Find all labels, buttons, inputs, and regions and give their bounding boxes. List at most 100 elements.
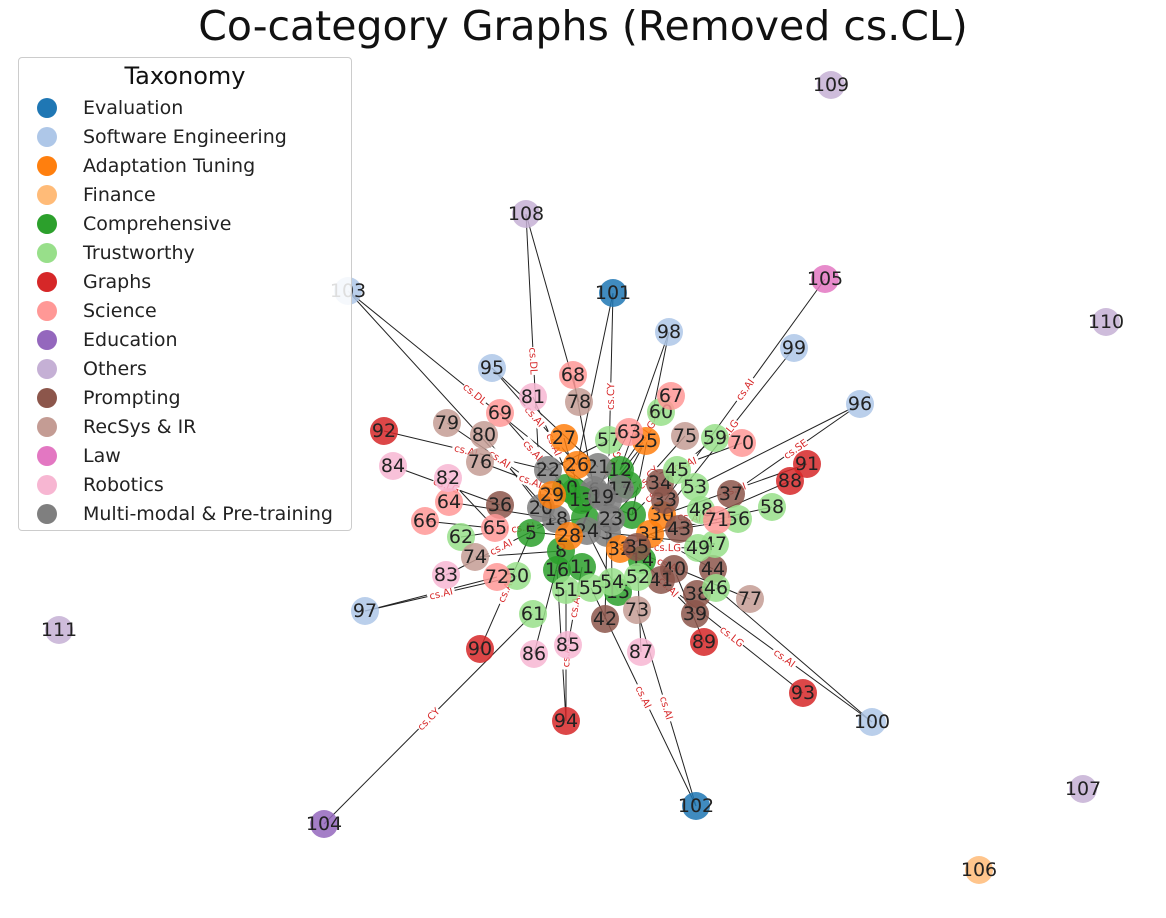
graph-node: 28 [555,522,583,550]
graph-node: 61 [519,600,547,628]
node-circle [470,421,498,449]
legend-item: RecSys & IR [19,412,196,441]
legend-item: Education [19,325,178,354]
node-label: 64 [437,491,461,513]
node-label: 73 [625,599,649,621]
legend-label: Software Engineering [83,125,287,148]
graph-node: 58 [758,493,786,521]
node-circle [534,456,562,484]
node-label: 56 [726,508,750,530]
node-circle [776,467,804,495]
node-label: 79 [435,412,459,434]
node-label: 87 [629,641,653,663]
node-circle [433,409,461,437]
graph-node: 26 [563,451,591,479]
graph-node: 78 [565,388,593,416]
node-circle [517,519,545,547]
edge-label-background [414,704,443,734]
legend-label: Evaluation [83,96,184,119]
edge-label-background [485,535,517,559]
node-circle [538,481,566,509]
graph-edge [483,434,542,509]
node-circle [728,429,756,457]
node-circle [647,566,675,594]
graph-node: 27 [550,424,578,452]
legend-label: Multi-modal & Pre-training [83,502,333,525]
node-label: 96 [848,393,872,415]
legend-item: Prompting [19,383,181,412]
node-label: 26 [565,454,589,476]
node-label: 104 [306,813,342,835]
node-label: 111 [41,619,77,641]
node-label: 93 [791,682,815,704]
node-label: 71 [705,509,729,531]
node-label: 84 [381,455,405,477]
graph-node: 95 [478,354,506,382]
node-label: 95 [480,357,504,379]
node-label: 28 [557,525,581,547]
node-circle [481,514,509,542]
node-circle [858,708,886,736]
node-label: 68 [561,364,585,386]
graph-node: 41 [647,566,675,594]
node-circle [591,605,619,633]
graph-node: 87 [627,638,655,666]
node-circle [519,600,547,628]
node-circle [789,679,817,707]
graph-node: 69 [486,399,514,427]
graph-node: 102 [678,792,714,820]
node-circle [555,522,583,550]
legend-label: Education [83,328,178,351]
node-label: 109 [813,74,849,96]
graph-node: 19 [588,483,616,511]
edge-label-background [731,374,759,405]
graph-node: 62 [447,523,475,551]
node-circle [584,453,612,481]
legend-marker-icon [37,445,57,466]
graph-node: 82 [434,464,462,492]
node-label: 57 [597,429,621,451]
graph-node: 108 [508,200,544,228]
graph-node: 94 [552,707,580,735]
node-circle [663,456,691,484]
graph-node: 83 [432,561,460,589]
node-circle [736,585,764,613]
node-circle [703,506,731,534]
node-label: 21 [586,456,610,478]
node-circle [682,792,710,820]
graph-node: 90 [466,635,494,663]
graph-edge [491,367,599,468]
node-circle [623,533,651,561]
graph-node: 59 [701,424,729,452]
legend-label: Others [83,357,147,380]
node-circle [568,553,596,581]
node-circle [780,334,808,362]
node-label: 16 [545,559,569,581]
legend-item: Comprehensive [19,209,231,238]
node-label: 46 [704,577,728,599]
graph-node: 92 [370,417,398,445]
graph-node: 81 [519,383,547,411]
legend-item: Adaptation Tuning [19,151,255,180]
node-label: 54 [600,571,624,593]
legend-label: RecSys & IR [83,415,197,438]
edge-label-background [484,446,515,472]
graph-node: 96 [846,390,874,418]
legend-label: Science [83,299,157,322]
graph-node: 29 [538,481,566,509]
graph-node: 93 [789,679,817,707]
legend-marker-icon [37,329,57,350]
node-circle [559,361,587,389]
graph-node: 86 [520,640,548,668]
node-label: 66 [413,510,437,532]
graph-node: 101 [595,279,631,307]
graph-node: 91 [793,450,821,478]
edge-label: cs.AI [633,684,653,710]
graph-node: 67 [657,382,685,410]
node-circle [701,424,729,452]
node-circle [623,596,651,624]
legend-label: Adaptation Tuning [83,154,256,177]
edge-label-background [515,470,546,492]
node-label: 59 [703,427,727,449]
graph-node: 39 [681,600,709,628]
